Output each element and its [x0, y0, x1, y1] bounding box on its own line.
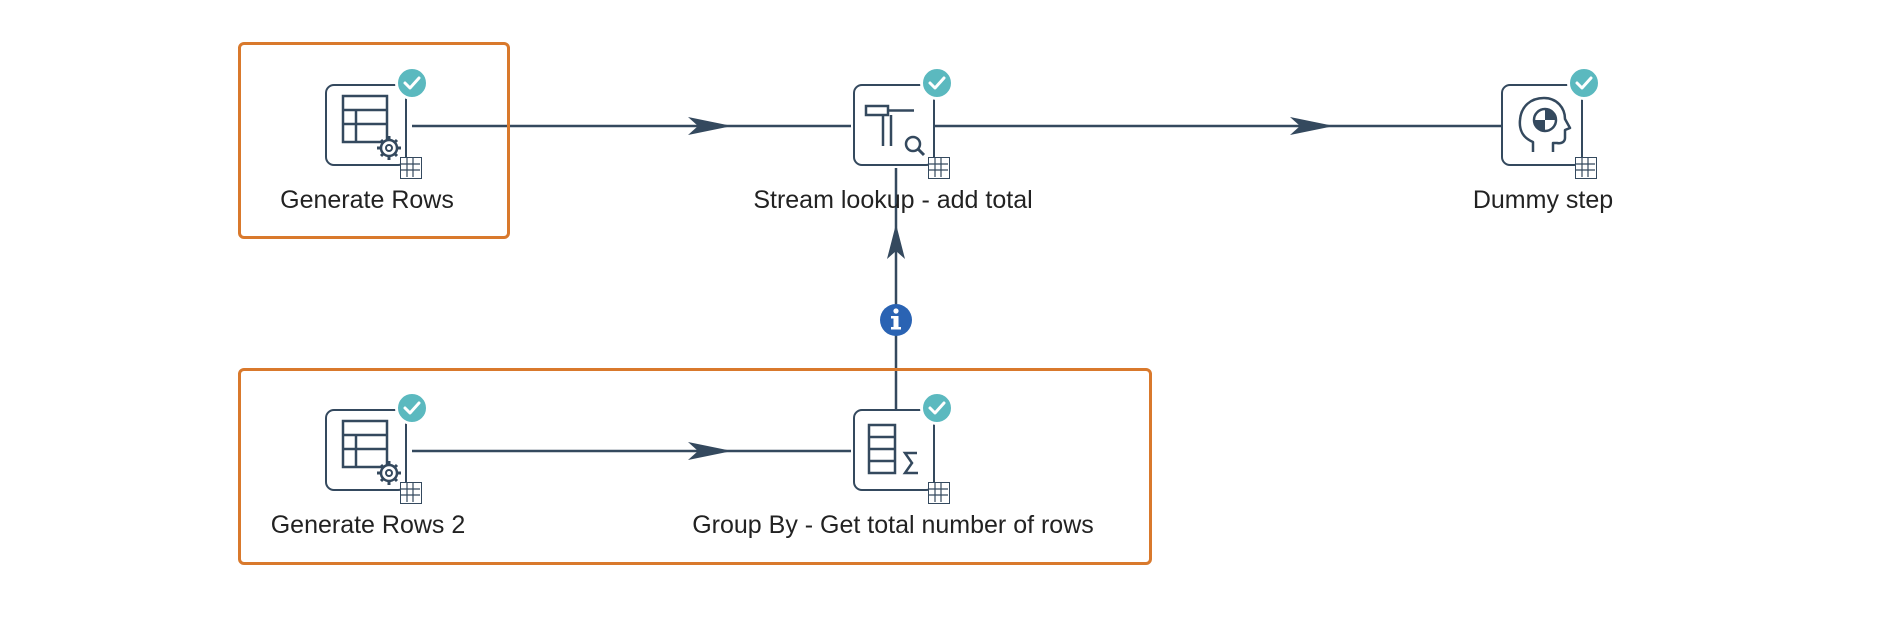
data-grid-icon [1575, 157, 1597, 179]
data-grid-icon [928, 157, 950, 179]
generate-rows-icon [325, 409, 407, 491]
status-check-icon [395, 66, 429, 100]
status-check-icon [920, 391, 954, 425]
data-grid-icon [400, 157, 422, 179]
selection-box-generate-rows [238, 42, 510, 239]
group-by-sigma-icon [853, 409, 935, 491]
generate-rows-icon [325, 84, 407, 166]
status-check-icon [395, 391, 429, 425]
step-label: Generate Rows 2 [270, 511, 466, 539]
status-check-icon [920, 66, 954, 100]
step-label: Dummy step [1472, 186, 1614, 214]
hop-generate-rows-2-to-group-by[interactable] [412, 442, 851, 460]
hop-stream-lookup-to-dummy-step[interactable] [935, 117, 1501, 135]
hop-generate-rows-to-stream-lookup[interactable] [412, 117, 851, 135]
data-grid-icon [928, 482, 950, 504]
selection-box-generate-rows-2-group-by [238, 368, 1152, 565]
data-grid-icon [400, 482, 422, 504]
step-label: Generate Rows [280, 186, 454, 214]
stream-lookup-icon [853, 84, 935, 166]
info-hop-icon[interactable] [880, 304, 912, 336]
step-label: Group By - Get total number of rows [692, 511, 1094, 539]
step-label: Stream lookup - add total [753, 186, 1033, 214]
dummy-head-icon [1501, 84, 1583, 166]
status-check-icon [1567, 66, 1601, 100]
